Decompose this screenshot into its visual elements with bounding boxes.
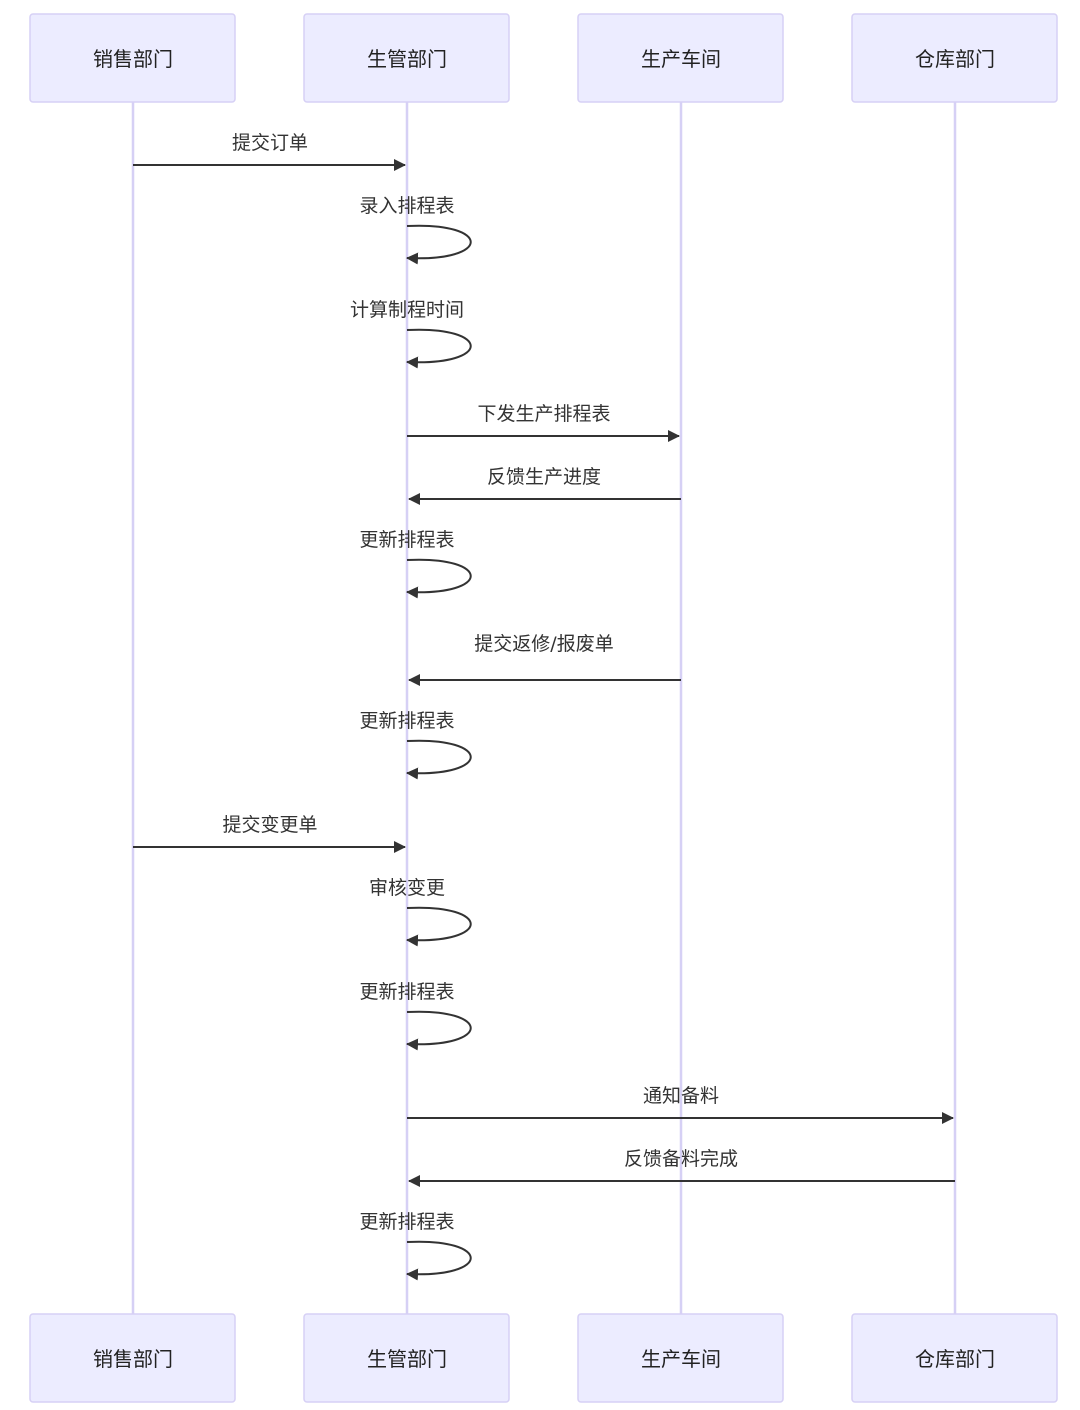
message-label: 提交变更单 — [222, 814, 317, 836]
actor-box — [577, 13, 784, 103]
actor-label: 生管部门 — [367, 1347, 447, 1371]
message: 下发生产排程表 — [407, 403, 680, 442]
actor-box — [851, 13, 1058, 103]
actor-box — [303, 1313, 510, 1403]
actor-top[interactable]: 生产车间 — [577, 13, 784, 103]
actor-bottom[interactable]: 生管部门 — [303, 1313, 510, 1403]
message-label: 更新排程表 — [359, 710, 454, 732]
message-label: 计算制程时间 — [350, 299, 464, 321]
self-message-arrow — [406, 558, 472, 599]
actor-label: 生产车间 — [641, 47, 721, 71]
actor-label: 销售部门 — [93, 47, 173, 71]
actor-bottom[interactable]: 生产车间 — [577, 1313, 784, 1403]
message: 提交变更单 — [133, 814, 406, 853]
self-message-arrow — [406, 1240, 472, 1281]
message-label: 更新排程表 — [359, 1211, 454, 1233]
message-label: 提交订单 — [232, 132, 308, 154]
actor-bottom[interactable]: 仓库部门 — [851, 1313, 1058, 1403]
message: 更新排程表 — [359, 981, 472, 1051]
self-message-arrow — [406, 906, 472, 947]
actor-label: 仓库部门 — [915, 47, 995, 71]
actor-box — [29, 13, 236, 103]
actor-top[interactable]: 生管部门 — [303, 13, 510, 103]
actor-box — [303, 13, 510, 103]
self-message-arrow — [406, 1010, 472, 1051]
message-label: 更新排程表 — [359, 981, 454, 1003]
message: 通知备料 — [407, 1085, 954, 1124]
message: 审核变更 — [369, 877, 472, 947]
message: 更新排程表 — [359, 1211, 472, 1281]
message: 提交订单 — [133, 132, 406, 171]
self-message-arrow — [406, 328, 472, 369]
message-label: 反馈生产进度 — [487, 466, 601, 488]
actor-label: 生管部门 — [367, 47, 447, 71]
actor-bottom[interactable]: 销售部门 — [29, 1313, 236, 1403]
message-label: 更新排程表 — [359, 529, 454, 551]
message: 更新排程表 — [359, 529, 472, 599]
actor-label: 生产车间 — [641, 1347, 721, 1371]
self-message-arrow — [406, 224, 472, 265]
message: 提交返修/报废单 — [408, 633, 681, 686]
message: 更新排程表 — [359, 710, 472, 780]
message-label: 录入排程表 — [359, 195, 454, 217]
actor-box — [577, 1313, 784, 1403]
actor-label: 仓库部门 — [915, 1347, 995, 1371]
message-label: 审核变更 — [369, 877, 445, 899]
actor-top[interactable]: 仓库部门 — [851, 13, 1058, 103]
message: 反馈生产进度 — [408, 466, 681, 505]
actor-box — [851, 1313, 1058, 1403]
message-label: 下发生产排程表 — [477, 403, 610, 425]
message: 反馈备料完成 — [408, 1148, 955, 1187]
message-label: 反馈备料完成 — [624, 1148, 738, 1170]
message-label: 通知备料 — [643, 1085, 719, 1107]
message-label: 提交返修/报废单 — [474, 633, 613, 655]
self-message-arrow — [406, 739, 472, 780]
actor-label: 销售部门 — [93, 1347, 173, 1371]
message: 计算制程时间 — [350, 299, 472, 369]
message: 录入排程表 — [359, 195, 472, 265]
actor-top[interactable]: 销售部门 — [29, 13, 236, 103]
actor-box — [29, 1313, 236, 1403]
